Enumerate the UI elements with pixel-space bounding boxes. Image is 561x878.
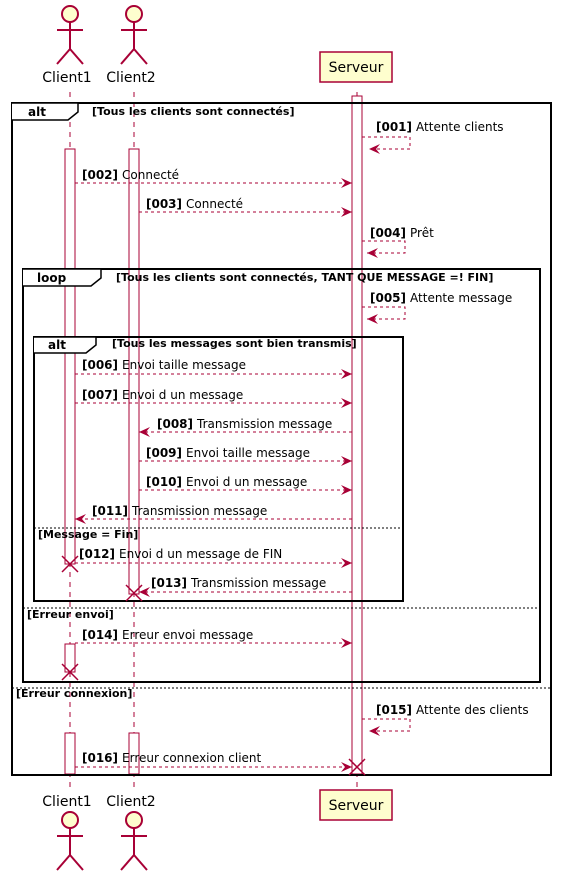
message-005-arrow [362,306,406,324]
actor-client2-label-top: Client2 [106,70,155,86]
participant-serveur-label-top: Serveur [329,60,384,76]
fragment-loop-guard: [Tous les clients sont connectés, TANT Q… [116,271,493,284]
fragment-loop-tab [23,268,102,287]
fragment-inner-alt [33,336,404,602]
message-004-arrow [362,240,406,258]
message-010-label: [010]Envoi d un message [146,475,307,489]
fragment-outer-alt-else-guard: [Erreur connexion] [16,687,132,700]
message-007-label: [007]Envoi d un message [82,388,243,402]
fragment-outer-alt-guard: [Tous les clients sont connectés] [92,105,294,118]
destroy-serveur-icon [348,758,366,776]
actor-client1-label-bottom: Client1 [42,794,91,810]
message-002-label: [002]Connecté [82,168,179,182]
message-004-label: [004]Prêt [370,226,434,240]
fragment-outer-alt [11,102,552,776]
participant-serveur-label-bottom: Serveur [329,798,384,814]
actor-client2-label-bottom: Client2 [106,794,155,810]
fragment-loop-keyword: loop [37,271,67,285]
actor-client2-top [120,5,148,65]
destroy-client1-icon [61,555,79,573]
activation-serveur [351,95,363,775]
fragment-outer-alt-tab [12,102,79,121]
fragment-inner-alt-tab [34,336,97,354]
fragment-inner-alt-else-guard: [Message = Fin] [38,528,138,541]
fragment-loop-else-guard: [Erreur envoi] [27,608,114,621]
message-006-label: [006]Envoi taille message [82,358,246,372]
fragment-inner-alt-keyword: alt [48,338,66,352]
actor-client1-label-top: Client1 [42,70,91,86]
message-003-label: [003]Connecté [146,197,243,211]
message-009-label: [009]Envoi taille message [146,446,310,460]
message-005-label: [005]Attente message [370,291,512,305]
participant-serveur-bottom [319,789,393,821]
activation-client1-conn [64,732,76,775]
fragment-loop [22,268,541,683]
message-001-label: [001]Attente clients [376,120,504,134]
message-011-label: [011]Transmission message [92,504,267,518]
fragment-outer-alt-keyword: alt [28,105,46,119]
message-013-label: [013]Transmission message [151,576,326,590]
participant-serveur-top [319,51,393,83]
message-015-label: [015]Attente des clients [376,703,529,717]
actor-client1-bottom [56,811,84,871]
destroy-client2-icon [125,584,143,602]
message-016-label: [016]Erreur connexion client [82,751,262,765]
fragment-inner-alt-guard: [Tous les messages sont bien transmis] [112,337,357,350]
message-008-label: [008]Transmission message [157,417,332,431]
message-001-arrow [362,136,411,154]
message-015-arrow [362,718,411,736]
actor-client2-bottom [120,811,148,871]
message-014-label: [014]Erreur envoi message [82,628,253,642]
message-012-label: [012]Envoi d un message de FIN [79,547,282,561]
activation-client1 [64,148,76,565]
destroy-client1-error-icon [61,663,79,681]
actor-client1-top [56,5,84,65]
